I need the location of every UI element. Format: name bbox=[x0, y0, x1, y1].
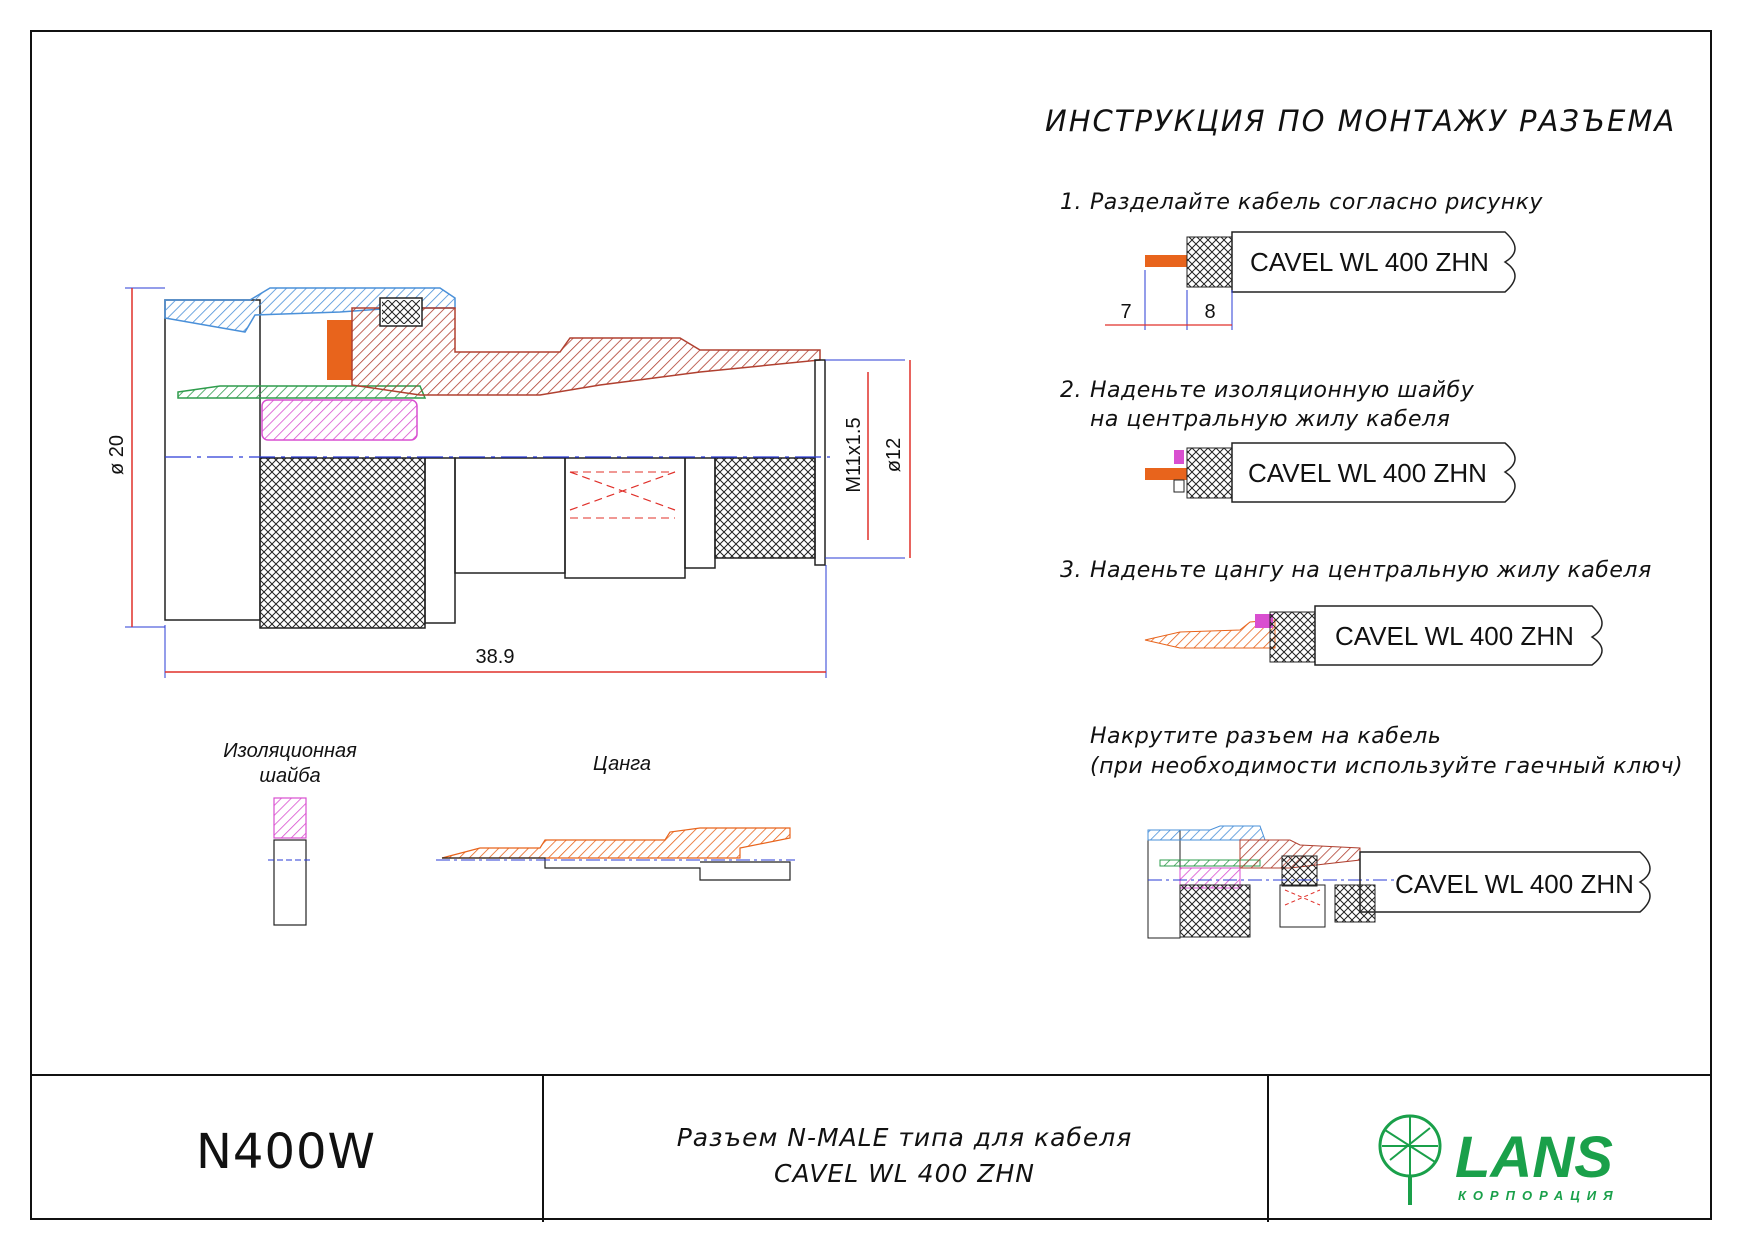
collet-label: Цанга bbox=[593, 753, 651, 775]
step2-cable-label: CAVEL WL 400 ZHN bbox=[1248, 458, 1487, 488]
step3-cable-label: CAVEL WL 400 ZHN bbox=[1335, 621, 1574, 651]
washer-label-1: Изоляционная bbox=[223, 740, 357, 762]
washer-label-2: шайба bbox=[259, 765, 320, 787]
step3-text: Наденьте цангу на центральную жилу кабел… bbox=[1090, 558, 1652, 583]
collet-part bbox=[436, 827, 795, 881]
title-block-description-cell: Разъем N-MALE типа для кабеля CAVEL WL 4… bbox=[542, 1076, 1269, 1222]
step4-text-line1: Накрутите разъем на кабель bbox=[1090, 724, 1442, 749]
step3-cable bbox=[1144, 605, 1603, 666]
step1-cable-label: CAVEL WL 400 ZHN bbox=[1250, 247, 1489, 277]
title-block-code-cell: N400W bbox=[30, 1076, 544, 1222]
dim-inner-diameter: ø12 bbox=[883, 438, 905, 472]
step2-text-line1: Наденьте изоляционную шайбу bbox=[1090, 378, 1475, 403]
dim-thread: M11x1.5 bbox=[843, 417, 865, 492]
dim-overall-diameter: ø 20 bbox=[106, 435, 128, 475]
instruction-title: ИНСТРУКЦИЯ ПО МОНТАЖУ РАЗЪЕМА bbox=[1045, 104, 1677, 138]
drawing-frame bbox=[30, 30, 1712, 1220]
logo-subtitle: КОРПОРАЦИЯ bbox=[1458, 1188, 1620, 1203]
step2-number: 2. bbox=[1060, 378, 1082, 403]
step1-cable bbox=[1105, 231, 1516, 330]
step1-text: Разделайте кабель согласно рисунку bbox=[1090, 190, 1543, 215]
step4-text-line2: (при необходимости используйте гаечный к… bbox=[1090, 754, 1684, 779]
step1-number: 1. bbox=[1060, 190, 1082, 215]
title-block-logo-cell bbox=[1267, 1076, 1710, 1222]
connector-section-view bbox=[125, 287, 911, 678]
step4-assembly bbox=[1147, 825, 1651, 939]
step2-text-line2: на центральную жилу кабеля bbox=[1090, 407, 1451, 432]
strip-dim-pin: 7 bbox=[1120, 301, 1131, 323]
lans-logo: LANS КОРПОРАЦИЯ bbox=[1378, 1114, 1620, 1205]
washer-part bbox=[268, 797, 312, 926]
title-block: N400W Разъем N-MALE типа для кабеля CAVE… bbox=[30, 1074, 1712, 1222]
step4-cable-label: CAVEL WL 400 ZHN bbox=[1395, 869, 1634, 899]
logo-wordmark: LANS bbox=[1455, 1125, 1613, 1190]
step3-number: 3. bbox=[1060, 558, 1082, 583]
product-description: Разъем N-MALE типа для кабеля CAVEL WL 4… bbox=[542, 1120, 1267, 1192]
dim-length: 38.9 bbox=[476, 646, 515, 668]
strip-dim-braid: 8 bbox=[1204, 301, 1215, 323]
step2-cable bbox=[1145, 442, 1516, 503]
description-line1: Разъем N-MALE типа для кабеля bbox=[676, 1123, 1133, 1152]
description-line2: CAVEL WL 400 ZHN bbox=[774, 1159, 1035, 1188]
product-code: N400W bbox=[196, 1124, 376, 1180]
